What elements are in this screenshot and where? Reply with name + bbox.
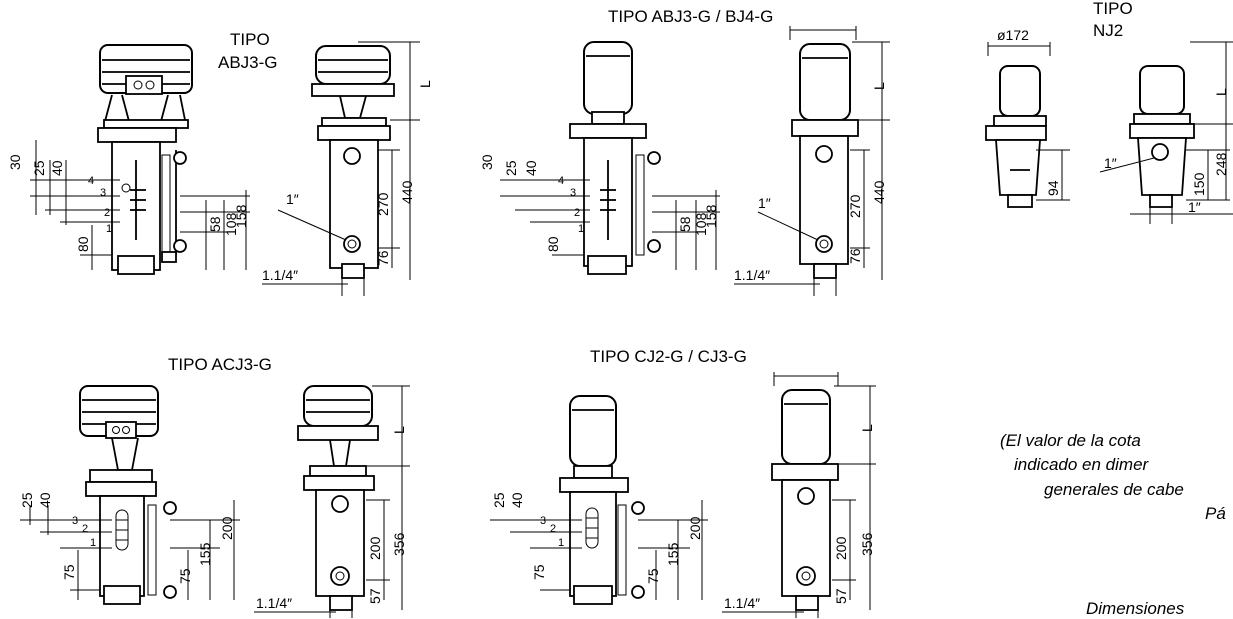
dim-248: 248 (1213, 152, 1229, 176)
level-1: 1 (90, 537, 96, 549)
drawing-abj3-side: L 270 440 76 1″ 1.1/4″ (262, 41, 433, 296)
level-1: 1 (106, 223, 112, 235)
dim-200: 200 (687, 516, 703, 540)
dim-L: L (859, 424, 875, 432)
dim-80: 80 (545, 236, 561, 252)
dim-25: 25 (19, 492, 35, 508)
level-1: 1 (558, 537, 564, 549)
dim-440: 440 (871, 180, 887, 204)
note-line-3: generales de cabe (1044, 480, 1184, 499)
title-tipo-abj3-line1: TIPO (230, 30, 270, 49)
label-1-inch: 1″ (1104, 155, 1117, 171)
dim-200: 200 (367, 536, 383, 560)
label-1-inch-bottom: 1″ (1188, 199, 1201, 215)
dim-270: 270 (847, 194, 863, 218)
dim-155: 155 (665, 542, 681, 566)
dim-75: 75 (61, 564, 77, 580)
dim-L: L (417, 80, 433, 88)
dim-57: 57 (367, 588, 383, 604)
dim-200: 200 (833, 536, 849, 560)
dim-108: 108 (223, 212, 239, 236)
dim-25: 25 (31, 160, 47, 176)
level-2: 2 (550, 523, 556, 535)
dim-25: 25 (491, 492, 507, 508)
note-block: (El valor de la cota indicado en dimer g… (1000, 431, 1226, 618)
dim-58: 58 (677, 216, 693, 232)
title-tipo-nj2-line2: NJ2 (1093, 21, 1123, 40)
dim-76: 76 (375, 250, 391, 266)
note-line-1: (El valor de la cota (1000, 431, 1141, 450)
drawing-acj3-side: L 200 356 57 1.1/4″ (254, 385, 410, 618)
label-1-1-4-inch: 1.1/4″ (734, 267, 770, 283)
dim-40: 40 (49, 160, 65, 176)
level-1: 1 (578, 223, 584, 235)
dim-58: 58 (207, 216, 223, 232)
note-line-2: indicado en dimer (1014, 455, 1150, 474)
drawing-nj2-side: L 150 248 1″ 1″ (1099, 41, 1233, 224)
dim-40: 40 (509, 492, 525, 508)
level-3: 3 (72, 515, 78, 527)
note-footer: Dimensiones (1086, 599, 1185, 618)
dim-L: L (1213, 88, 1229, 96)
drawing-cj2-cj3-side: L 200 356 57 1.1/4″ (722, 372, 876, 618)
dim-80: 80 (75, 236, 91, 252)
drawing-nj2-front: ø172 94 (985, 27, 1070, 208)
drawing-acj3-front: 25 40 75 3 2 1 75 155 200 (19, 385, 240, 605)
level-2: 2 (574, 207, 580, 219)
level-3: 3 (570, 187, 576, 199)
drawing-abj3-bj4-front: 30 25 40 80 4 3 2 1 58 108 158 (479, 41, 720, 275)
dim-25: 25 (503, 160, 519, 176)
dim-dia-172: ø172 (997, 27, 1029, 43)
dim-75: 75 (177, 568, 193, 584)
dim-440: 440 (399, 180, 415, 204)
dim-108: 108 (693, 212, 709, 236)
dim-57: 57 (833, 588, 849, 604)
level-4: 4 (558, 175, 564, 187)
dim-40: 40 (37, 492, 53, 508)
dim-30: 30 (479, 154, 495, 170)
level-2: 2 (104, 207, 110, 219)
dim-356: 356 (859, 532, 875, 556)
level-3: 3 (100, 187, 106, 199)
label-1-inch: 1″ (286, 191, 299, 207)
level-3: 3 (540, 515, 546, 527)
dim-150: 150 (1191, 172, 1207, 196)
dim-158: 158 (233, 204, 249, 228)
drawing-cj2-cj3-front: 25 40 75 3 2 1 75 155 200 (490, 395, 708, 605)
dim-200: 200 (219, 516, 235, 540)
title-tipo-nj2-line1: TIPO (1093, 0, 1133, 18)
dim-30: 30 (7, 154, 23, 170)
title-tipo-acj3: TIPO ACJ3-G (168, 355, 272, 374)
dim-94: 94 (1045, 180, 1061, 196)
drawing-abj3-front: 30 25 40 80 4 3 2 1 58 108 158 (7, 44, 250, 275)
dim-158: 158 (703, 204, 719, 228)
label-1-inch: 1″ (758, 195, 771, 211)
label-1-1-4-inch: 1.1/4″ (262, 267, 298, 283)
dim-270: 270 (375, 192, 391, 216)
level-2: 2 (82, 523, 88, 535)
dim-L: L (871, 82, 887, 90)
dim-40: 40 (523, 160, 539, 176)
title-tipo-cj2-cj3: TIPO CJ2-G / CJ3-G (590, 347, 747, 366)
label-1-1-4-inch: 1.1/4″ (256, 595, 292, 611)
dim-L: L (391, 426, 407, 434)
dim-76: 76 (847, 248, 863, 264)
level-4: 4 (88, 175, 94, 187)
note-line-4: Pá (1205, 504, 1226, 523)
title-tipo-abj3-bj4: TIPO ABJ3-G / BJ4-G (608, 7, 773, 26)
dim-75: 75 (645, 568, 661, 584)
title-tipo-abj3-line2: ABJ3-G (218, 53, 278, 72)
drawing-abj3-bj4-side: L 270 440 76 1″ 1.1/4″ (734, 26, 890, 296)
dim-75: 75 (531, 564, 547, 580)
dim-155: 155 (197, 542, 213, 566)
dim-356: 356 (391, 532, 407, 556)
label-1-1-4-inch: 1.1/4″ (724, 595, 760, 611)
